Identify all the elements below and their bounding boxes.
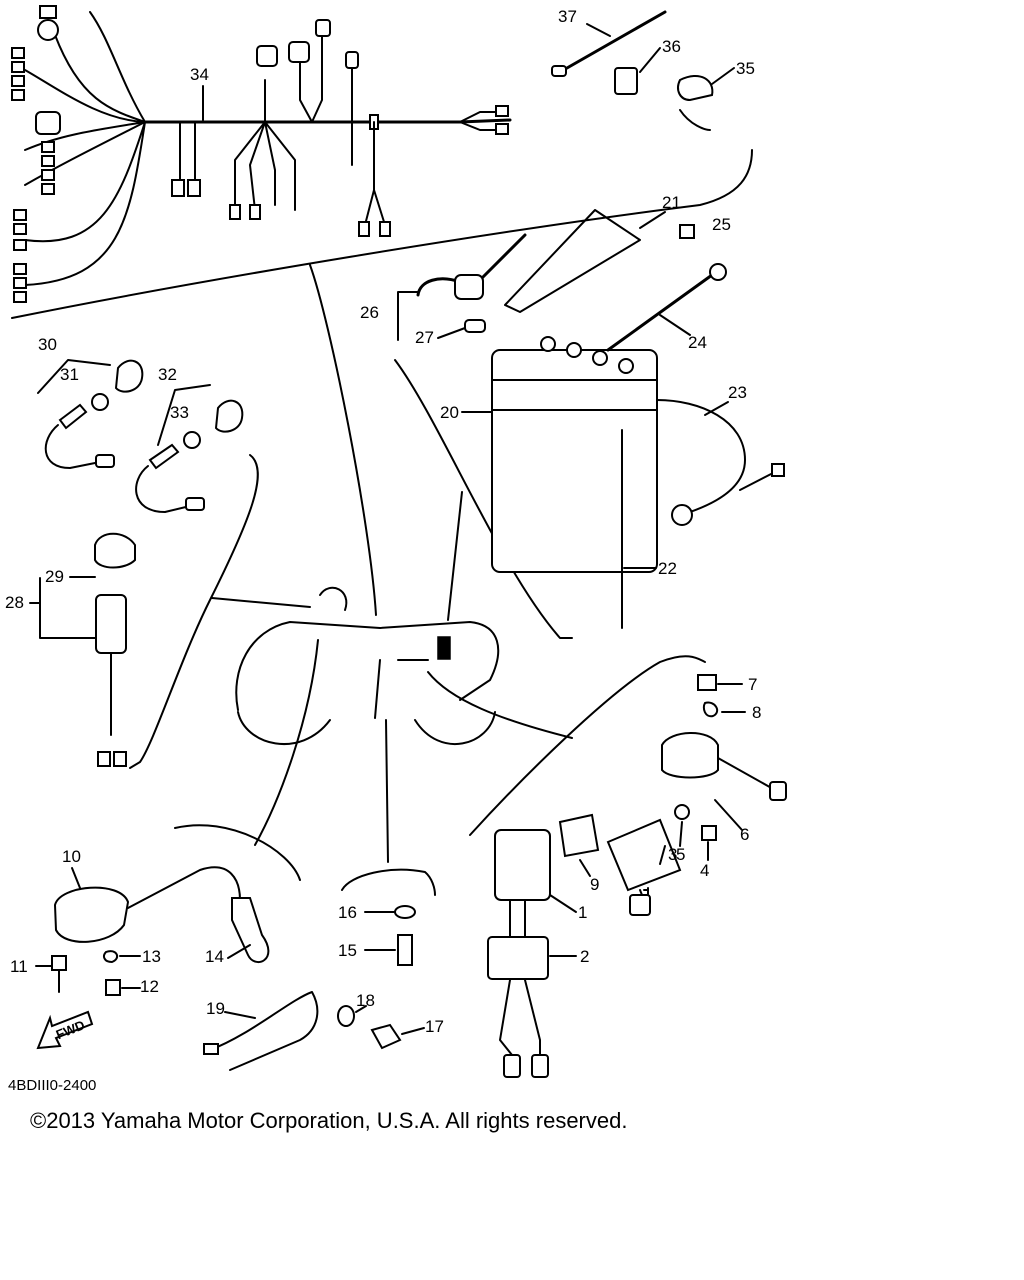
callout-8: 8 (752, 703, 761, 722)
callout-18: 18 (356, 991, 375, 1010)
clamps-group: 37 36 35 (551, 7, 755, 131)
callout-20: 20 (440, 403, 459, 422)
callout-23: 23 (728, 383, 747, 402)
copyright-notice: ©2013 Yamaha Motor Corporation, U.S.A. A… (30, 1108, 628, 1133)
sensors-section-boundary (341, 868, 436, 896)
callout-31: 31 (60, 365, 79, 384)
callout-7: 7 (748, 675, 757, 694)
callout-2: 2 (580, 947, 589, 966)
callout-3: 3 (668, 845, 677, 864)
leads-group: 30 31 32 33 (37, 335, 244, 513)
ignition-section-boundary (174, 824, 301, 881)
callout-28: 28 (5, 593, 24, 612)
battery-part (491, 349, 658, 573)
wire-harness-group: 34 (11, 5, 753, 319)
callout-35: 35 (736, 59, 755, 78)
motorcycle-outline (235, 586, 500, 746)
callout-27: 27 (415, 328, 434, 347)
battery-group: 20 21 26 27 25 24 23 22 (360, 193, 785, 639)
fwd-arrow (36, 1010, 94, 1050)
diagram-code: 4BDIII0-2400 (8, 1077, 96, 1094)
callout-12: 12 (140, 977, 159, 996)
callout-36: 36 (662, 37, 681, 56)
harness-section-boundary (11, 149, 753, 319)
callout-30: 30 (38, 335, 57, 354)
parts-diagram: 34 37 36 35 20 21 26 27 (5, 5, 787, 1094)
fwd-label: FWD (54, 1017, 87, 1042)
wire-harness-main (143, 118, 512, 124)
switch-section-boundary (129, 454, 259, 769)
callout-13: 13 (142, 947, 161, 966)
callout-9: 9 (590, 875, 599, 894)
ignition-coil-group: 10 14 13 11 12 FWD (10, 824, 301, 1050)
callout-37: 37 (558, 7, 577, 26)
band-part (558, 10, 667, 74)
callout-21: 21 (662, 193, 681, 212)
electrical-components-group: 7 8 6 3 5 4 9 1 2 (469, 655, 787, 1078)
callout-1: 1 (578, 903, 587, 922)
callout-24: 24 (688, 333, 707, 352)
callout-25: 25 (712, 215, 731, 234)
callout-26: 26 (360, 303, 379, 322)
callout-33: 33 (170, 403, 189, 422)
components-section-boundary (469, 655, 706, 836)
callout-17: 17 (425, 1017, 444, 1036)
callout-11: 11 (10, 957, 28, 976)
callout-34: 34 (190, 65, 209, 84)
callout-4: 4 (700, 861, 709, 880)
leader-lines (211, 264, 573, 863)
callout-29: 29 (45, 567, 64, 586)
main-switch-group: 29 28 (5, 454, 259, 769)
callout-22: 22 (658, 559, 677, 578)
sensors-group: 16 15 19 18 17 (203, 868, 444, 1071)
battery-section-boundary (394, 359, 573, 639)
callout-16: 16 (338, 903, 357, 922)
callout-5: 5 (676, 845, 685, 864)
callout-32: 32 (158, 365, 177, 384)
callout-6: 6 (740, 825, 749, 844)
callout-19: 19 (206, 999, 225, 1018)
callout-15: 15 (338, 941, 357, 960)
callout-14: 14 (205, 947, 224, 966)
callout-10: 10 (62, 847, 81, 866)
